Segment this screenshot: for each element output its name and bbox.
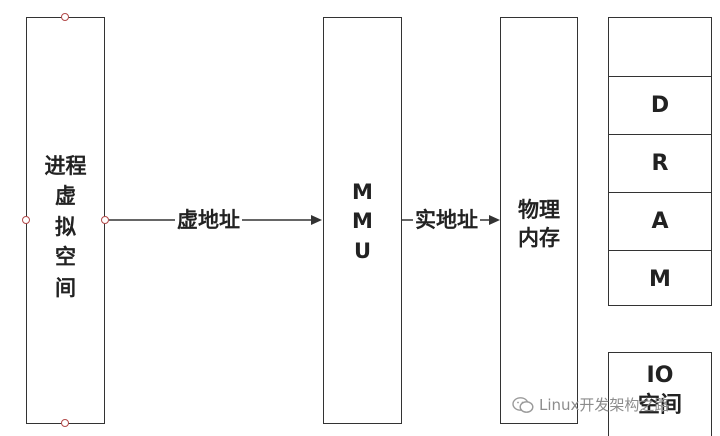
dram-cell-r: R (609, 134, 711, 192)
dram-stack: D R A M (608, 17, 712, 306)
dram-cell-d: D (609, 76, 711, 134)
virtual-address-arrowhead (311, 215, 322, 225)
label-line: 间 (55, 275, 76, 300)
virtual-address-label: 虚地址 (175, 208, 242, 232)
label-line: M (352, 180, 373, 204)
resize-handle-top[interactable] (61, 13, 69, 21)
label-line: 空间 (637, 392, 682, 418)
dram-cell-m: M (609, 250, 711, 307)
label-line: 物理 (518, 198, 560, 222)
watermark: Linux开发架构之路 (512, 394, 669, 415)
resize-handle-bottom[interactable] (61, 419, 69, 427)
dram-cell-a: A (609, 192, 711, 250)
resize-handle-left[interactable] (22, 216, 30, 224)
physical-memory-label: 物理 内存 (501, 196, 577, 253)
process-virtual-space-label: 进程 虚 拟 空 间 (27, 151, 104, 303)
watermark-text: Linux开发架构之路 (539, 396, 670, 414)
label-line: M (352, 209, 373, 234)
label-line: U (353, 238, 372, 263)
resize-handle-right[interactable] (101, 216, 109, 224)
label-line: IO (646, 363, 674, 388)
mmu-box: M M U (323, 17, 402, 424)
label-line: 进程 (44, 154, 87, 178)
label-line: 虚 (55, 184, 76, 209)
mmu-label: M M U (324, 178, 401, 266)
dram-cell-empty (609, 18, 711, 76)
physical-address-label: 实地址 (413, 208, 480, 232)
label-line: 拟 (55, 214, 76, 239)
io-space-label: IO 空间 (609, 361, 711, 420)
physical-memory-box: 物理 内存 (500, 17, 578, 424)
wechat-icon (512, 396, 534, 413)
label-line: 内存 (518, 226, 560, 251)
process-virtual-space-box: 进程 虚 拟 空 间 (26, 17, 105, 424)
physical-address-arrowhead (489, 215, 500, 225)
label-line: 空 (55, 245, 76, 270)
io-space-box: IO 空间 (608, 352, 712, 436)
